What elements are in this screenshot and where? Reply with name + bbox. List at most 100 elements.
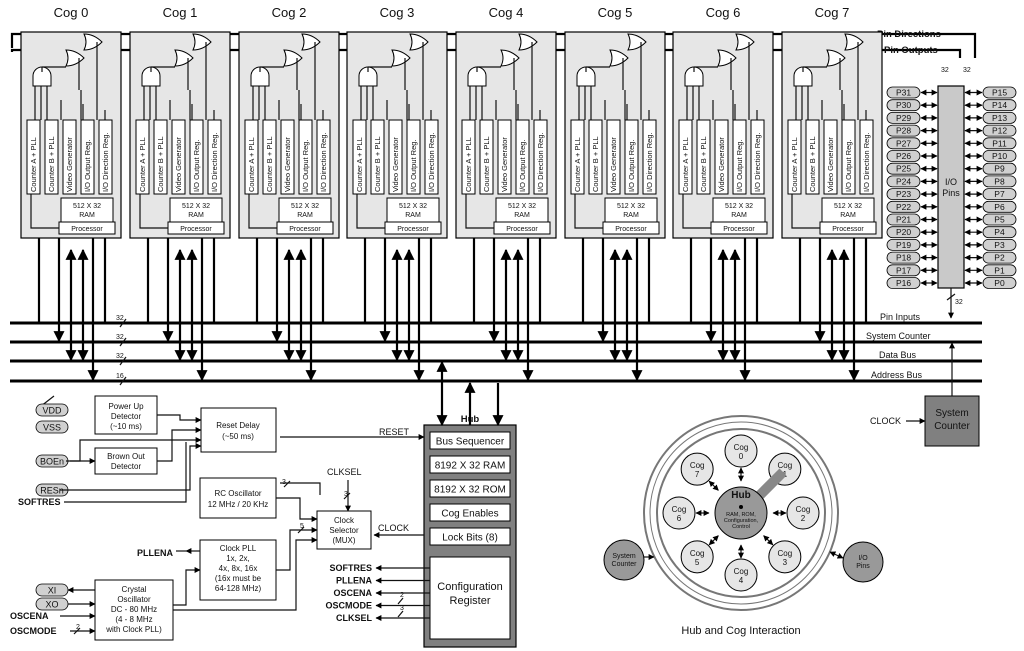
- cog-6-processor-label: Processor: [723, 226, 755, 233]
- cog-0-counter-b-label: Counter B + PLL: [47, 136, 56, 192]
- cog-2-ram: [278, 197, 332, 223]
- cog-3-io-output-reg-label: I/O Output Reg.: [409, 139, 418, 192]
- cog-6-counter-a: [678, 119, 693, 195]
- pin-p6-label: P6: [994, 202, 1005, 212]
- cog-0-ram-l1: 512 X 32: [73, 203, 101, 210]
- pin-p17-label: P17: [896, 265, 911, 275]
- cog-3-counter-a: [352, 119, 367, 195]
- cog-5-io-output-reg: [624, 119, 639, 195]
- pin-p26-label: P26: [896, 151, 911, 161]
- cog-0-or-gate-dir: [83, 33, 103, 51]
- cog-6-video-generator: [714, 119, 729, 195]
- pin-p0: [982, 277, 1017, 289]
- pin-p1: [982, 264, 1017, 277]
- cog-5-counter-b: [588, 119, 603, 195]
- cog-3-ram-l2: RAM: [405, 212, 421, 219]
- cog-3-video-generator-label: Video Generator: [391, 137, 400, 192]
- pin-p24-label: P24: [896, 176, 911, 186]
- cog-1-processor-label: Processor: [180, 226, 212, 233]
- pin-p4-label: P4: [994, 227, 1005, 237]
- cog-7-io-direction-reg: [859, 119, 874, 195]
- clock-sel-l3: (MUX): [332, 536, 355, 545]
- pin-p22: [886, 200, 921, 213]
- cog-4-counter-b: [479, 119, 494, 195]
- oscmode-w: 2: [76, 624, 80, 631]
- power-up-l1: Power Up: [108, 402, 144, 411]
- cog-5-io-direction-reg-label: I/O Direction Reg.: [645, 132, 654, 192]
- cog-6-counter-b-label: Counter B + PLL: [699, 136, 708, 192]
- pin-p16: [886, 277, 921, 289]
- cog-6-counter-a-label: Counter A + PLL: [681, 137, 690, 192]
- wheel-cog-5-l1: Cog: [690, 549, 705, 558]
- cog-1-or-gate-out: [174, 49, 194, 67]
- crystal-l1: Crystal: [122, 585, 147, 594]
- address-bus-label: Address Bus: [871, 370, 923, 380]
- io-pins-label-2: Pins: [942, 188, 960, 198]
- wheel-cog-0: [724, 434, 758, 468]
- wheel-io-pins: [842, 541, 884, 583]
- wheel-hub: [714, 486, 768, 540]
- pin-p10-label: P10: [992, 151, 1007, 161]
- w5-label: 5: [300, 523, 304, 530]
- cog-0-processor-label: Processor: [71, 226, 103, 233]
- cog-5-or-gate-out: [609, 49, 629, 67]
- wheel-cog-1-l1: Cog: [777, 461, 792, 470]
- pin-p18: [886, 251, 921, 264]
- pin-p15-label: P15: [992, 88, 1007, 98]
- cog-4-or-gate-dir: [518, 33, 538, 51]
- rc-osc-l1: RC Oscillator: [214, 489, 261, 498]
- crystal-oscillator: [94, 579, 174, 641]
- cog-5-io-direction-reg: [642, 119, 657, 195]
- pin-p0-label: P0: [994, 278, 1005, 288]
- cog-6-or-gate-out: [717, 49, 737, 67]
- pin-p11: [982, 137, 1017, 150]
- cog-0-or-gate-out: [65, 49, 85, 67]
- clock-reset-section: VDDVSSBOEnRESnXIXOSOFTRESPLLENAOSCENAOSC…: [10, 395, 372, 641]
- clksel-label: CLKSEL: [327, 467, 362, 477]
- crystal-l4: (4 - 8 MHz: [115, 615, 152, 624]
- w16: 16: [116, 373, 124, 380]
- hub-row-0-label: Bus Sequencer: [436, 437, 505, 448]
- pin-p5: [982, 213, 1017, 226]
- pin-p25-label: P25: [896, 164, 911, 174]
- cog-7-io-output-reg-label: I/O Output Reg.: [844, 139, 853, 192]
- pin-p12: [982, 124, 1017, 137]
- pin-p20-label: P20: [896, 227, 911, 237]
- cog-7-or-gate-dir: [844, 33, 864, 51]
- cog-0-video-generator-label: Video Generator: [65, 137, 74, 192]
- clock-pll-l3: 4x, 8x, 16x: [219, 564, 258, 573]
- cog-7-ram-l1: 512 X 32: [834, 203, 862, 210]
- wheel-cog-6-l1: Cog: [672, 505, 687, 514]
- hub-row-2-label: 8192 X 32 ROM: [434, 485, 506, 496]
- pin-resn-label: RESn: [40, 486, 64, 496]
- cog-1-counter-b: [153, 119, 168, 195]
- cog-4-counter-a-label: Counter A + PLL: [464, 137, 473, 192]
- w3-label: 3: [282, 479, 286, 486]
- clock-pll-l1: Clock PLL: [220, 544, 257, 553]
- cog-2-title: Cog 2: [272, 5, 307, 20]
- pin-p29-label: P29: [896, 113, 911, 123]
- hub-out-pllena: PLLENA: [336, 576, 373, 586]
- reset-delay-l2: (~50 ms): [222, 432, 254, 441]
- crystal-l3: DC - 80 MHz: [111, 605, 157, 614]
- cog-4-ram-l1: 512 X 32: [508, 203, 536, 210]
- pin-vss-label: VSS: [43, 423, 61, 433]
- wheel-system-counter: [603, 539, 645, 581]
- cog-1-title: Cog 1: [163, 5, 198, 20]
- w32-2: 32: [116, 334, 124, 341]
- cog-5-video-generator: [606, 119, 621, 195]
- pin-p28: [886, 124, 921, 137]
- cog-1-ram-l2: RAM: [188, 212, 204, 219]
- wheel-hub-sub-1: RAM, ROM,: [726, 512, 756, 518]
- pin-p25: [886, 162, 921, 175]
- pin-p27: [886, 137, 921, 150]
- power-up-detector: [94, 395, 158, 435]
- pin-p23: [886, 188, 921, 201]
- wheel-caption: Hub and Cog Interaction: [681, 625, 800, 637]
- wheel-cog-0-l2: 0: [739, 452, 744, 461]
